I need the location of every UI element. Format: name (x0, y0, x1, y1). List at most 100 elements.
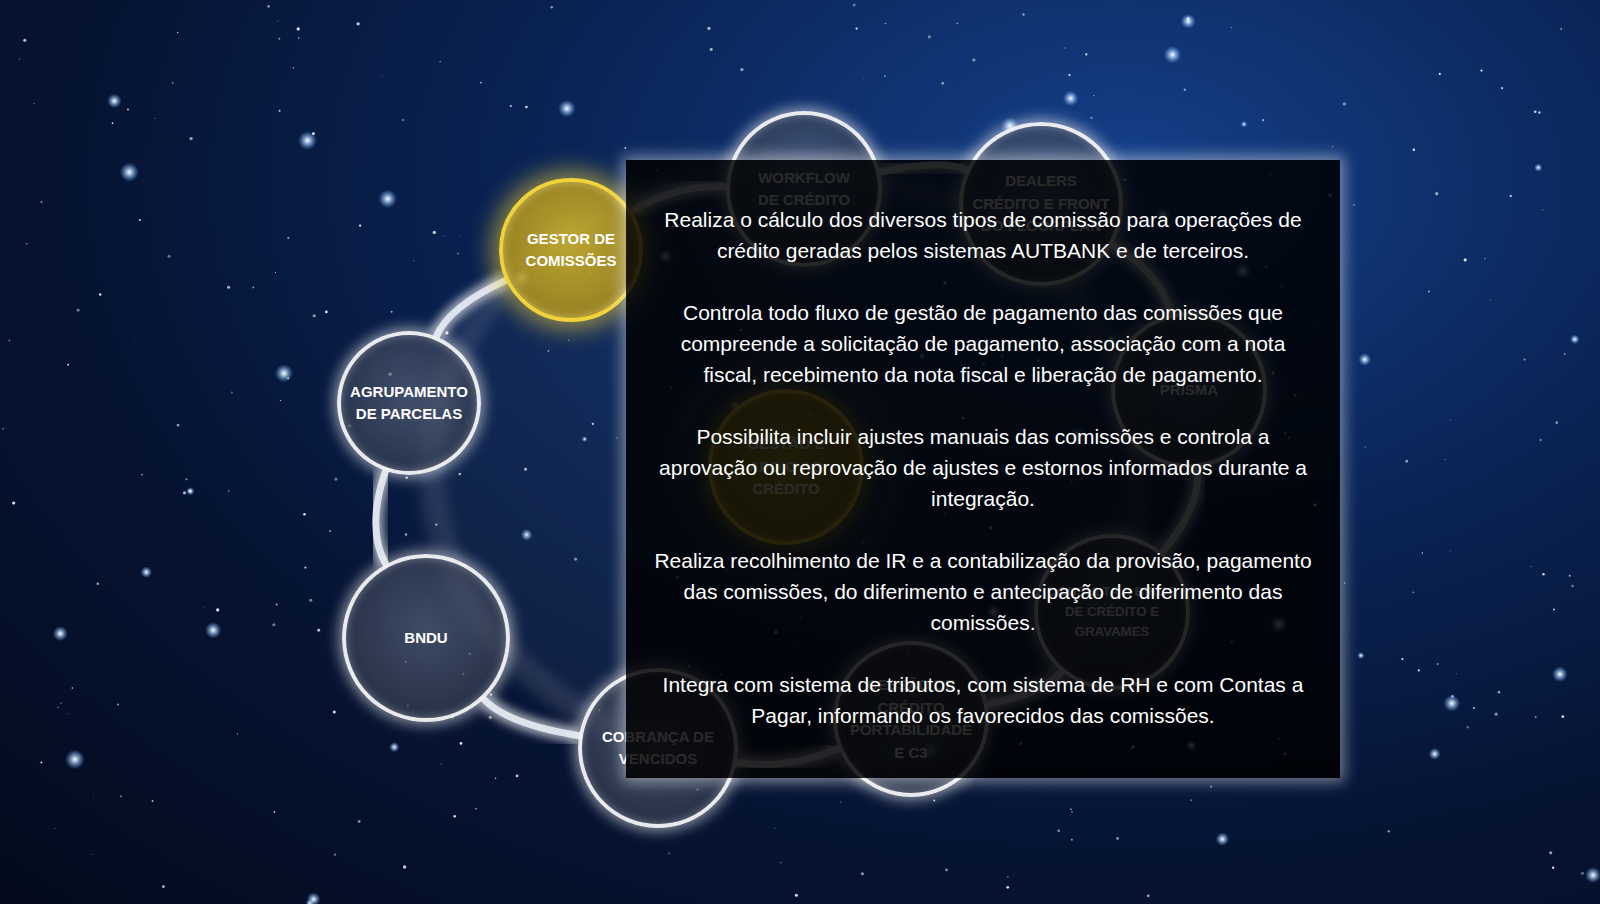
star (1412, 591, 1414, 593)
star (495, 777, 496, 778)
star (440, 61, 441, 62)
star (60, 703, 61, 704)
star (1535, 716, 1537, 718)
bright-star (1357, 652, 1364, 659)
star (1437, 663, 1439, 665)
ring-connector (484, 699, 579, 736)
star (1489, 299, 1491, 301)
star (12, 501, 15, 504)
circle-label: BNDU (404, 627, 447, 650)
star (77, 309, 80, 312)
star (67, 713, 68, 714)
star (928, 35, 931, 38)
star (189, 137, 192, 140)
bright-star (186, 487, 194, 495)
star (780, 862, 781, 863)
star (334, 478, 337, 481)
star (317, 629, 320, 632)
star (1560, 28, 1562, 30)
star (707, 27, 710, 30)
star (252, 287, 254, 289)
star (2, 428, 4, 430)
star (267, 5, 270, 8)
star (34, 103, 35, 104)
bright-star (1585, 867, 1600, 883)
star (1085, 53, 1087, 55)
star (97, 583, 100, 586)
bright-star (1429, 748, 1441, 760)
star (1552, 867, 1554, 869)
star (510, 105, 512, 107)
star (1388, 830, 1391, 833)
bright-star (558, 100, 576, 118)
star (957, 22, 959, 24)
star (278, 38, 280, 40)
bright-star (1358, 353, 1371, 366)
star (1449, 419, 1451, 421)
star (237, 733, 238, 734)
star (23, 39, 26, 42)
star (93, 794, 95, 796)
bright-star (205, 622, 222, 639)
star (1413, 149, 1415, 151)
star (1065, 47, 1066, 48)
star (309, 599, 312, 602)
star (1405, 460, 1408, 463)
star (358, 820, 361, 823)
bright-star (1552, 666, 1568, 682)
star (334, 853, 336, 855)
star (279, 110, 281, 112)
star (139, 219, 141, 221)
system-circle: BNDU (342, 554, 510, 722)
star (516, 774, 519, 777)
star (356, 22, 359, 25)
star (1422, 552, 1423, 553)
star (403, 865, 406, 868)
star (276, 603, 278, 605)
bright-star (1241, 121, 1247, 127)
bright-star (65, 750, 85, 770)
star (99, 293, 101, 295)
star (1495, 713, 1498, 716)
star (1542, 209, 1543, 210)
description-paragraph: Realiza recolhimento de IR e a contabili… (654, 545, 1312, 638)
description-paragraph: Realiza o cálculo dos diversos tipos de … (654, 204, 1312, 266)
ring-connector (376, 471, 386, 564)
star (333, 710, 336, 713)
star (1353, 204, 1354, 205)
star (480, 82, 482, 84)
star (203, 606, 205, 608)
star (1473, 707, 1475, 709)
star (72, 687, 73, 688)
star (1058, 830, 1060, 832)
star (1484, 258, 1486, 260)
star (1435, 192, 1438, 195)
star (1071, 839, 1073, 841)
star (297, 27, 300, 30)
star (293, 67, 295, 69)
star (228, 490, 230, 492)
star (1542, 573, 1545, 576)
star (1449, 550, 1451, 552)
star (1418, 669, 1420, 671)
star (1428, 291, 1430, 293)
star (1555, 421, 1558, 424)
star (91, 854, 93, 856)
star (133, 335, 135, 337)
star (325, 311, 328, 314)
star (1344, 582, 1345, 583)
star (303, 513, 306, 516)
description-paragraph: Integra com sistema de tributos, com sis… (654, 669, 1312, 731)
star (8, 340, 10, 342)
star (112, 122, 114, 124)
star (1439, 73, 1441, 75)
connector-glow (484, 699, 579, 736)
star (668, 853, 670, 855)
star (453, 815, 456, 818)
star (329, 530, 331, 532)
bright-star (1534, 164, 1542, 172)
star (405, 476, 407, 478)
connector-line (484, 699, 579, 736)
star (1581, 872, 1584, 875)
bright-star (107, 94, 122, 109)
